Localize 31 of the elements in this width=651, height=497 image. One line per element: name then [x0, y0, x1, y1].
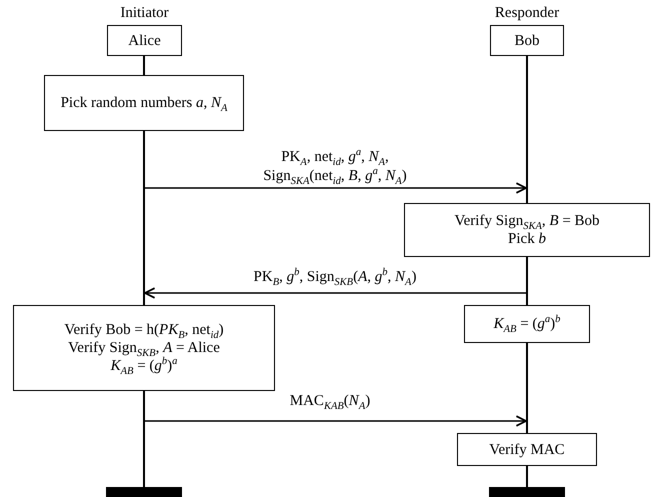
- role-label: Responder: [494, 4, 560, 22]
- lifeline: [526, 257, 528, 305]
- box-text: Verify MAC: [489, 440, 565, 458]
- lifeline: [526, 56, 528, 203]
- process-box: [44, 75, 244, 131]
- lifeline: [143, 131, 145, 305]
- box-text: Verify Bob = h(PK$_{B}$, net$_{id}$): [64, 321, 224, 339]
- box-text: Pick b: [508, 230, 546, 248]
- box-text: Verify Sign$_{SK}$$_{B}$, A = Alice: [68, 339, 220, 357]
- box-text: Pick random numbers a, N$_{A}$: [60, 94, 228, 112]
- box-text: K$_{AB}$ = (g$^{b}$)$^{a}$: [110, 357, 178, 375]
- box-text: Verify Sign$_{SK}$$_{A}$, B = Bob: [454, 212, 600, 230]
- process-box: [457, 433, 597, 466]
- lifeline: [143, 56, 145, 75]
- lifeline: [526, 343, 528, 433]
- message-arrow: [145, 182, 527, 194]
- lifeline-end-bar: [489, 487, 565, 497]
- lifeline: [526, 466, 528, 487]
- message-arrow: [145, 415, 527, 427]
- process-box: [464, 305, 590, 343]
- box-text: Bob: [514, 32, 540, 50]
- box-text: Alice: [128, 32, 161, 50]
- box-text: K$_{AB}$ = (g$^{a}$)$^{b}$: [494, 315, 560, 333]
- message-arrow: [144, 287, 526, 299]
- lifeline: [143, 391, 145, 487]
- process-box: [13, 305, 275, 391]
- lifeline-end-bar: [106, 487, 182, 497]
- role-label: Initiator: [119, 4, 170, 22]
- process-box: [490, 25, 564, 56]
- process-box: [107, 25, 182, 56]
- process-box: [404, 203, 650, 257]
